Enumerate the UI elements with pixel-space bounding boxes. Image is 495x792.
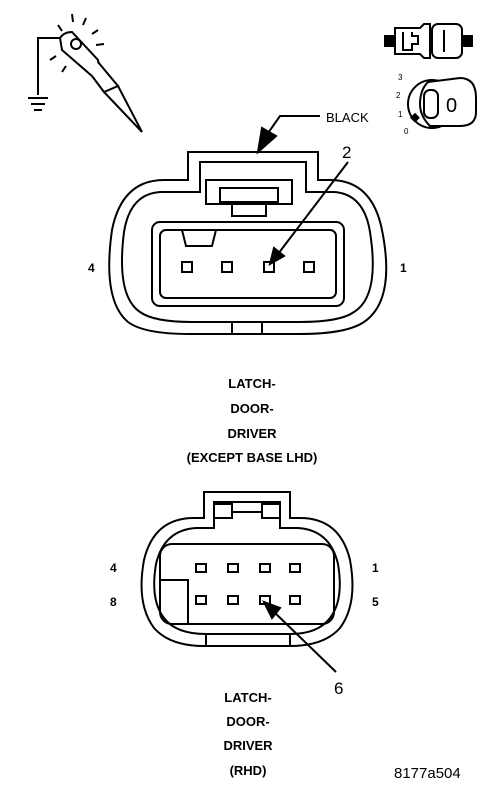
connector-pair-icon — [384, 23, 473, 59]
connector-top-cavity-inner — [159, 229, 337, 299]
pin-cavity — [227, 563, 239, 573]
ignition-position-2: 2 — [396, 91, 401, 100]
connector-bottom-title-line: DOOR- — [226, 714, 269, 729]
ignition-position-0: 0 — [404, 127, 409, 136]
ground-probe-icon — [28, 13, 143, 133]
ignition-key-icon: 3 2 1 0 0 — [396, 73, 477, 136]
connector-top-shell — [108, 151, 388, 335]
connector-bottom — [140, 491, 354, 673]
connector-top-pin-label-right: 1 — [400, 261, 407, 275]
pin-callout-arrow — [268, 246, 286, 267]
connector-bottom-title-line: DRIVER — [223, 738, 273, 753]
pin-cavity — [181, 261, 193, 273]
color-label-arrow — [256, 126, 278, 155]
connector-top-inner-shell — [121, 161, 374, 323]
pin-cavity — [289, 595, 301, 605]
connector-bottom-title-line: LATCH- — [224, 690, 271, 705]
pin-callout-line — [277, 161, 349, 255]
pin-cavity — [263, 261, 275, 273]
connector-top-pin-label-left: 4 — [88, 261, 95, 275]
pin-callout-arrow — [261, 600, 282, 620]
connector-top-lock-tab — [205, 179, 293, 205]
pin-cavity — [221, 261, 233, 273]
pin-cavity — [289, 563, 301, 573]
connector-bottom-pin-label-top-right: 1 — [372, 561, 379, 575]
figure-id: 8177a504 — [394, 765, 461, 782]
connector-bottom-pin-label-bottom-right: 5 — [372, 595, 379, 609]
connector-bottom-shell — [140, 491, 354, 647]
connector-bottom-title: LATCH- DOOR- DRIVER (RHD) — [223, 690, 273, 778]
pin-cavity — [195, 595, 207, 605]
connector-top-title-line: LATCH- — [228, 376, 275, 391]
connector-bottom-inner-shell — [153, 501, 341, 635]
ignition-position-3: 3 — [398, 73, 403, 82]
connector-bottom-pin-label-top-left: 4 — [110, 561, 117, 575]
connector-bottom-pin-label-bottom-left: 8 — [110, 595, 117, 609]
connector-bottom-keyway — [160, 579, 189, 624]
connector-top-cavity-outer — [151, 221, 345, 307]
pin-cavity — [195, 563, 207, 573]
pin-cavity — [227, 595, 239, 605]
connector-top — [108, 115, 388, 335]
ignition-key-label: 0 — [446, 95, 457, 117]
pin-cavity — [259, 563, 271, 573]
color-label-leader — [265, 115, 320, 137]
pin-cavity — [303, 261, 315, 273]
connector-top-callout-number: 2 — [342, 143, 351, 162]
ignition-position-1: 1 — [398, 110, 403, 119]
connector-bottom-callout-number: 6 — [334, 679, 343, 698]
connector-top-title-line: (EXCEPT BASE LHD) — [187, 450, 318, 465]
connector-top-title-line: DOOR- — [230, 401, 273, 416]
connector-top-title: LATCH- DOOR- DRIVER (EXCEPT BASE LHD) — [187, 376, 318, 465]
connector-top-keyway — [181, 229, 217, 247]
connector-bottom-title-line: (RHD) — [230, 763, 267, 778]
connector-top-title-line: DRIVER — [227, 426, 277, 441]
connector-bottom-cavity — [159, 543, 335, 625]
pin-callout-line — [271, 609, 337, 673]
connector-color-label: BLACK — [326, 110, 369, 125]
